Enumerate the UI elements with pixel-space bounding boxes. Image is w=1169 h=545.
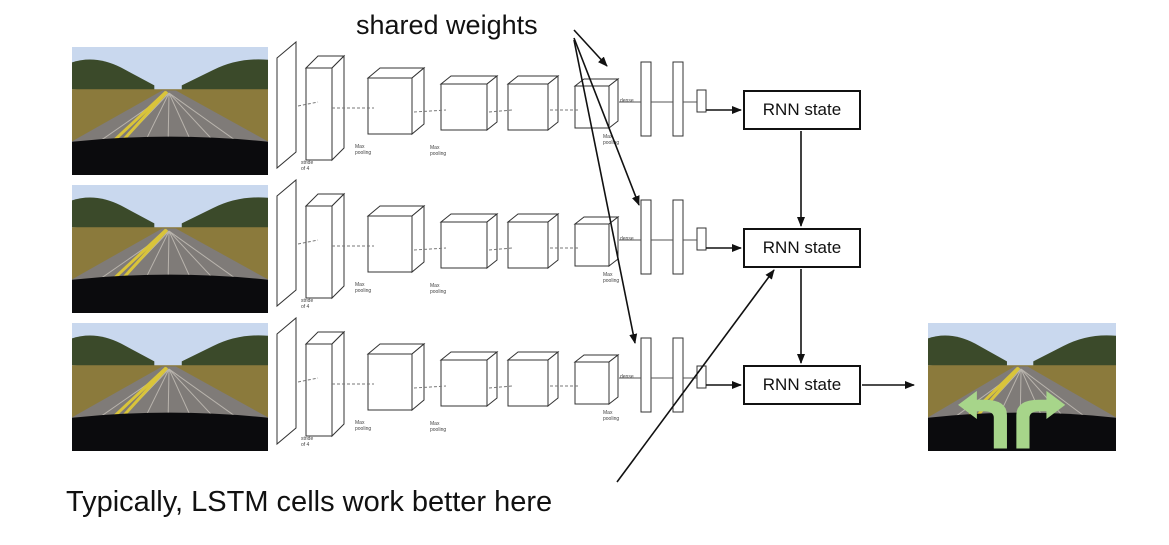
- trees-right: [181, 59, 268, 94]
- conv3-box: [439, 212, 499, 270]
- conv2-box: [366, 204, 426, 274]
- input-frame-1: [72, 47, 268, 175]
- conv1-box: [304, 330, 346, 438]
- lane-line: [168, 368, 245, 424]
- trees-right: [181, 335, 268, 370]
- input-slab: [276, 316, 297, 446]
- lane-line: [168, 92, 245, 148]
- shared-weights-arrow-2: [573, 37, 640, 206]
- dense-label: dense: [620, 98, 634, 104]
- dense-label: dense: [620, 374, 634, 380]
- conv3-box: [439, 350, 499, 408]
- lane-line: [1020, 368, 1094, 424]
- conv1-box: [304, 54, 346, 162]
- conv2-box: [366, 342, 426, 412]
- conv5-box: [573, 215, 620, 268]
- dashed-connector: [297, 239, 319, 245]
- dashboard: [72, 136, 268, 175]
- shared-weights-arrow-1: [573, 29, 608, 67]
- rnn-state-box-3: RNN state: [743, 365, 861, 405]
- dashed-connector: [297, 101, 319, 107]
- input-frame-2: [72, 185, 268, 313]
- conv5-box: [573, 353, 620, 406]
- shared-weights-label: shared weights: [356, 10, 538, 40]
- dashed-connector: [413, 385, 447, 389]
- dense-layer-2: [672, 61, 684, 137]
- conv2-box: [366, 66, 426, 136]
- input-frame-3: [72, 323, 268, 451]
- dense-layer-2: [672, 337, 684, 413]
- input-slab: [276, 178, 297, 308]
- trees-right: [1033, 335, 1116, 370]
- conv4-box: [506, 212, 560, 270]
- dense-label: dense: [620, 236, 634, 242]
- dashboard: [72, 274, 268, 313]
- dashed-connector: [413, 247, 447, 251]
- dashboard: [72, 412, 268, 451]
- output-layer: [696, 365, 707, 389]
- shared-weights-arrow-3: [573, 39, 638, 344]
- conv3-box: [439, 74, 499, 132]
- yellow-line: [106, 90, 168, 148]
- conv4-box: [506, 350, 560, 408]
- dense-layer-1: [640, 61, 652, 137]
- trees-left: [72, 197, 155, 232]
- dashed-connector: [488, 385, 513, 389]
- trees-left: [72, 335, 155, 370]
- output-layer: [696, 89, 707, 113]
- turn-arrow-icon: [958, 390, 1066, 449]
- dense-layer-2: [672, 199, 684, 275]
- trees-left: [72, 59, 155, 94]
- yellow-line: [106, 366, 168, 424]
- dense-layer-1: [640, 199, 652, 275]
- output-layer: [696, 227, 707, 251]
- dashed-connector: [488, 109, 513, 113]
- lane-line: [168, 230, 245, 286]
- lstm-note-arrow: [616, 269, 775, 483]
- conv5-box: [573, 77, 620, 130]
- dashed-connector: [297, 377, 319, 383]
- conv4-box: [506, 74, 560, 132]
- input-slab: [276, 40, 297, 170]
- yellow-line: [106, 228, 168, 286]
- dashed-connector: [488, 247, 513, 251]
- lstm-note-label: Typically, LSTM cells work better here: [66, 486, 553, 518]
- trees-left: [928, 335, 1007, 370]
- dense-layer-1: [640, 337, 652, 413]
- rnn-state-box-1: RNN state: [743, 90, 861, 130]
- rnn-state-box-2: RNN state: [743, 228, 861, 268]
- dashed-connector: [413, 109, 447, 113]
- output-frame: [928, 323, 1116, 451]
- trees-right: [181, 197, 268, 232]
